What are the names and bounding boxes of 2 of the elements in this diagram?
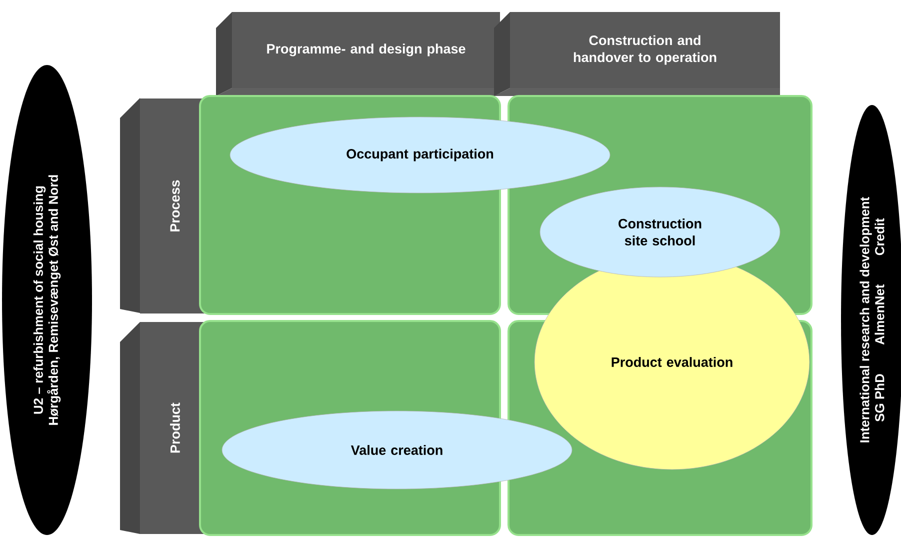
phase-header: Programme- and design phase: [216, 12, 500, 96]
phase-header: Construction and handover to operation: [494, 12, 780, 96]
